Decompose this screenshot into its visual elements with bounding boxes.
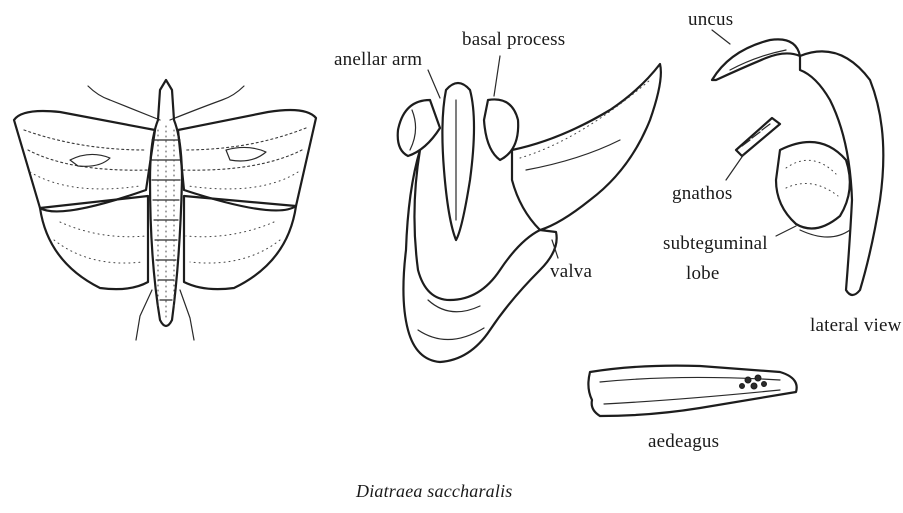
uncus-shape: [712, 39, 800, 80]
subteguminal-lobe-label-line2: lobe: [686, 264, 720, 283]
lateral-view-illustration: [712, 30, 883, 295]
uncus-leader: [712, 30, 730, 44]
gnathos-leader: [726, 154, 744, 180]
left-basal-lobe: [398, 100, 440, 156]
subteguminal-lobe-label-line1: subteguminal: [663, 234, 768, 253]
lateral-view-label: lateral view: [810, 316, 902, 335]
anellar-arm-label: anellar arm: [334, 50, 422, 69]
genitalia-ventral-illustration: [398, 56, 661, 362]
subteguminal-lobe-shape: [776, 142, 850, 229]
basal-process-label: basal process: [462, 30, 565, 49]
tegumen-lateral: [800, 51, 883, 295]
moth-right-antenna: [170, 86, 244, 120]
basal-process-leader: [494, 56, 500, 96]
valva-shape: [512, 64, 661, 230]
moth-left-forewing: [14, 111, 155, 211]
subteguminal-leader: [776, 226, 796, 236]
moth-left-antenna: [88, 86, 160, 120]
anellar-arm-shape: [442, 83, 474, 240]
anellar-arm-leader: [428, 70, 440, 98]
moth-illustration: [14, 80, 316, 340]
gnathos-shape: [736, 118, 780, 156]
aedeagus-illustration: [588, 366, 796, 416]
figure-caption: Diatraea saccharalis: [356, 482, 513, 500]
gnathos-label: gnathos: [672, 184, 733, 203]
aedeagus-shape: [588, 366, 796, 416]
valva-label: valva: [550, 262, 592, 281]
aedeagus-label: aedeagus: [648, 432, 719, 451]
moth-left-hindwing: [40, 196, 148, 289]
uncus-label: uncus: [688, 10, 733, 29]
